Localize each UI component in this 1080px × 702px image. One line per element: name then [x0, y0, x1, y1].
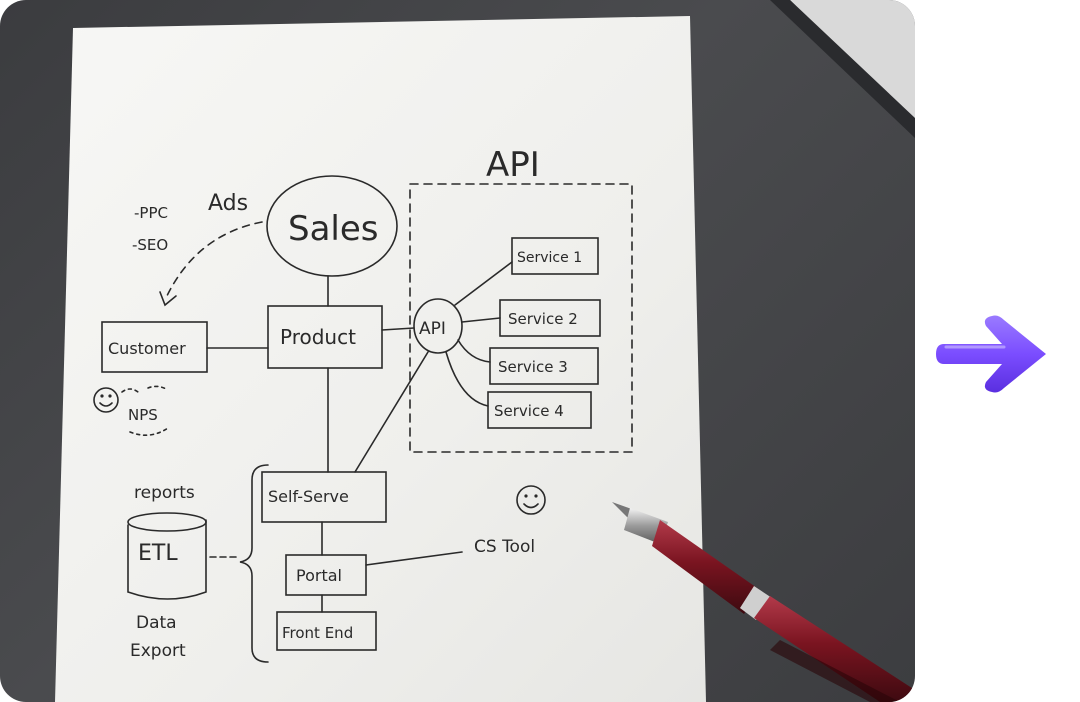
portal-label: Portal — [296, 566, 342, 585]
portal-cstool-link — [365, 551, 463, 566]
ads-item-seo: -SEO — [132, 236, 168, 254]
sales-node-shape — [266, 175, 398, 277]
front-end-box — [276, 611, 377, 651]
product-box — [267, 305, 383, 369]
pen-shadow — [770, 640, 900, 702]
api-service2-link — [461, 317, 501, 323]
service-3-box — [489, 347, 599, 385]
reports-label: reports — [134, 483, 195, 503]
service-1-box — [511, 237, 599, 275]
api-service1-link — [454, 261, 513, 306]
selfserve-api-link — [354, 351, 429, 473]
desk-edge — [770, 0, 915, 138]
pen-grip — [652, 520, 760, 614]
next-arrow-button[interactable] — [934, 306, 1060, 402]
smiley-eyes — [100, 394, 538, 498]
customer-label: Customer — [108, 339, 186, 358]
front-end-label: Front End — [282, 624, 353, 642]
product-api-link — [381, 327, 415, 331]
api-heading: API — [486, 145, 540, 185]
sketch-photo-canvas: API Ads -PPC -SEO Sales Customer Product… — [55, 0, 915, 702]
nps-ripple — [121, 388, 139, 393]
etl-cylinder-body — [127, 519, 207, 600]
api-node-shape — [413, 298, 463, 354]
pen-ring — [740, 586, 772, 620]
sales-label: Sales — [288, 209, 379, 249]
smiley-face-right — [516, 485, 546, 515]
api-boundary — [409, 183, 633, 453]
arrow-right-icon — [936, 315, 1046, 393]
service-4-label: Service 4 — [494, 402, 564, 420]
api-service4-link — [445, 351, 489, 407]
api-service3-link — [457, 339, 491, 363]
service-3-label: Service 3 — [498, 358, 568, 376]
service-4-box — [487, 391, 592, 429]
smiley-face-left — [93, 387, 119, 413]
smile-left — [99, 402, 113, 407]
data-export-line1: Data — [136, 613, 177, 633]
etl-label: ETL — [138, 541, 178, 566]
sales-customer-dashed-arrow — [164, 221, 263, 301]
service-1-label: Service 1 — [517, 250, 582, 266]
curly-brace — [239, 464, 269, 663]
api-node-label: API — [419, 319, 446, 339]
etl-cylinder-top — [127, 512, 207, 532]
arrow-shape — [936, 315, 1046, 393]
customer-box — [101, 321, 208, 373]
nps-ripple — [147, 385, 169, 391]
nps-label: NPS — [128, 406, 158, 424]
data-export-line2: Export — [130, 641, 186, 661]
service-2-label: Service 2 — [508, 310, 578, 328]
diagram-strokes — [93, 175, 633, 663]
ads-label: Ads — [208, 191, 248, 216]
arrowhead — [159, 291, 177, 307]
pen-barrel — [754, 596, 915, 702]
portal-box — [285, 554, 367, 596]
paper-sheet — [55, 16, 706, 702]
cs-tool-label: CS Tool — [474, 537, 535, 557]
nps-ripple — [129, 427, 169, 436]
sketch-photo: API Ads -PPC -SEO Sales Customer Product… — [0, 0, 915, 702]
self-serve-label: Self-Serve — [268, 487, 349, 506]
self-serve-box — [261, 471, 387, 523]
product-label: Product — [280, 325, 356, 349]
smile-right — [523, 503, 539, 509]
ads-item-ppc: -PPC — [134, 204, 168, 222]
pen — [612, 502, 915, 702]
